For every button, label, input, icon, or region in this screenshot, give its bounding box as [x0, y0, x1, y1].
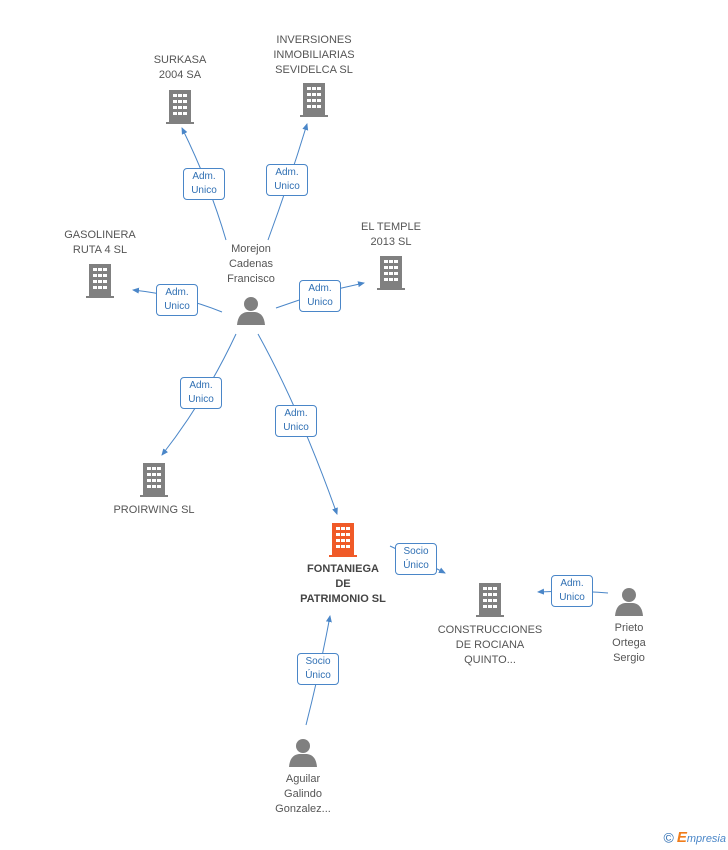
building-icon: [86, 264, 114, 298]
node-label: Aguilar Galindo Gonzalez...: [275, 773, 331, 815]
footer-brand[interactable]: © Empresia: [663, 829, 726, 846]
node-inversiones[interactable]: INVERSIONES INMOBILIARIAS SEVIDELCA SL: [262, 33, 366, 118]
node-fontaniega[interactable]: FONTANIEGA DE PATRIMONIO SL: [290, 522, 396, 607]
relation-badge-morejon-gasolinera[interactable]: Adm. Unico: [156, 284, 198, 316]
node-aguilar[interactable]: Aguilar Galindo Gonzalez...: [256, 738, 350, 817]
brand-logo: Empresia: [677, 829, 726, 846]
node-label: Prieto Ortega Sergio: [612, 622, 646, 664]
building-icon: [140, 463, 168, 497]
relation-badge-fontaniega-construcciones[interactable]: Socio Único: [395, 543, 437, 575]
person-icon: [289, 739, 317, 767]
building-icon: [166, 90, 194, 124]
brand-name: mpresia: [686, 833, 726, 845]
relation-badge-morejon-fontaniega[interactable]: Adm. Unico: [275, 405, 317, 437]
building-icon: [476, 583, 504, 617]
building-icon: [377, 256, 405, 290]
node-construcciones[interactable]: CONSTRUCCIONES DE ROCIANA QUINTO...: [436, 582, 544, 668]
relation-badge-morejon-inversiones[interactable]: Adm. Unico: [266, 164, 308, 196]
relation-badge-morejon-eltemple[interactable]: Adm. Unico: [299, 280, 341, 312]
person-icon: [615, 588, 643, 616]
node-proirwing[interactable]: PROIRWING SL: [106, 462, 202, 518]
relation-badge-morejon-surkasa[interactable]: Adm. Unico: [183, 168, 225, 200]
node-label: PROIRWING SL: [113, 504, 195, 516]
node-prieto[interactable]: Prieto Ortega Sergio: [598, 587, 660, 666]
relation-badge-aguilar-fontaniega[interactable]: Socio Único: [297, 653, 339, 685]
node-morejon[interactable]: Morejon Cadenas Francisco: [206, 242, 296, 326]
person-icon: [237, 297, 265, 325]
brand-initial: E: [676, 829, 687, 846]
building-icon: [329, 523, 357, 557]
node-surkasa[interactable]: SURKASA 2004 SA: [137, 53, 223, 125]
node-gasolinera[interactable]: GASOLINERA RUTA 4 SL: [52, 228, 148, 299]
node-label: CONSTRUCCIONES DE ROCIANA QUINTO...: [437, 624, 543, 666]
building-icon: [300, 83, 328, 117]
node-label: FONTANIEGA DE PATRIMONIO SL: [300, 563, 386, 605]
node-eltemple[interactable]: EL TEMPLE 2013 SL: [350, 220, 432, 291]
node-label: INVERSIONES INMOBILIARIAS SEVIDELCA SL: [273, 34, 355, 76]
node-label: SURKASA 2004 SA: [153, 54, 207, 81]
copyright-icon: ©: [663, 829, 674, 846]
node-label: Morejon Cadenas Francisco: [227, 243, 275, 285]
node-label: GASOLINERA RUTA 4 SL: [64, 229, 136, 256]
relation-badge-prieto-construcciones[interactable]: Adm. Unico: [551, 575, 593, 607]
relation-badge-morejon-proirwing[interactable]: Adm. Unico: [180, 377, 222, 409]
node-label: EL TEMPLE 2013 SL: [361, 221, 421, 248]
